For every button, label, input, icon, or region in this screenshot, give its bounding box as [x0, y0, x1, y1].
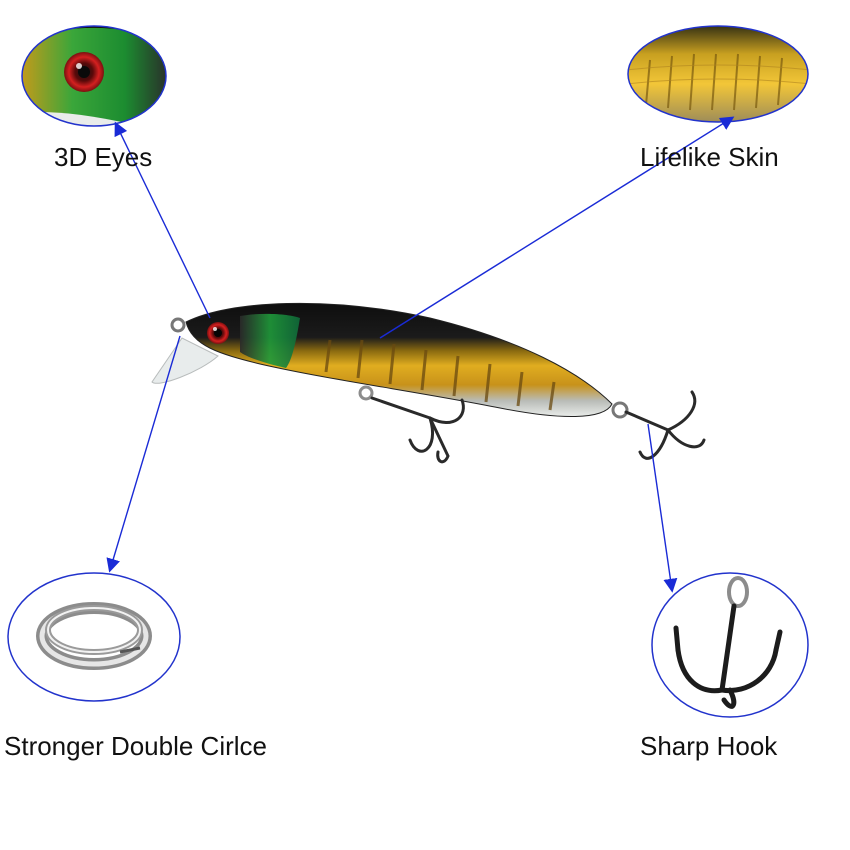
hook-zoom-circle	[651, 572, 809, 718]
treble-hook-icon	[673, 576, 783, 709]
belly-hook	[358, 385, 465, 464]
eyes-zoom-circle	[21, 25, 167, 127]
arrow-ring	[106, 335, 181, 573]
ring-label: Stronger Double Cirlce	[4, 731, 268, 761]
arrow-skin	[379, 116, 735, 339]
tail-hook	[624, 390, 706, 460]
eyes-label: 3D Eyes	[54, 142, 153, 172]
split-ring-icon	[36, 602, 152, 670]
ring-zoom-circle	[7, 572, 181, 702]
fishing-lure	[151, 302, 706, 464]
line-tie-ring	[170, 317, 186, 333]
arrow-hook	[647, 423, 678, 593]
lure-markings	[324, 339, 556, 411]
pointer-arrows	[106, 116, 735, 593]
arrow-eyes	[114, 121, 211, 319]
lure-lip	[151, 337, 219, 384]
skin-zoom-circle	[627, 25, 809, 123]
hook-label: Sharp Hook	[640, 731, 778, 761]
skin-label: Lifelike Skin	[640, 142, 779, 172]
